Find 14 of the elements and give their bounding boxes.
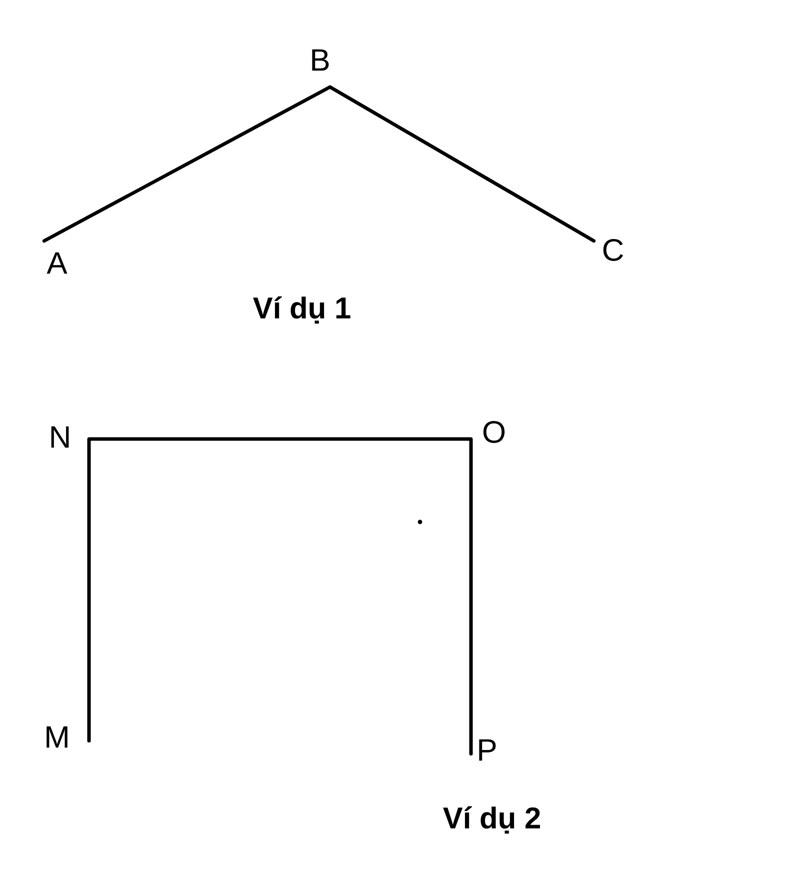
line-segment <box>328 85 596 243</box>
line-segment <box>87 437 473 441</box>
point-label: O <box>483 421 505 443</box>
point-label: A <box>46 252 68 274</box>
point-label: C <box>603 239 623 261</box>
line-segment <box>42 85 332 243</box>
point-label: B <box>312 49 329 71</box>
line-segment <box>87 437 91 743</box>
caption: Ví dụ 1 <box>253 296 350 324</box>
line-segment <box>469 437 473 756</box>
caption: Ví dụ 2 <box>443 806 540 834</box>
point-label: N <box>51 426 69 448</box>
point-label: M <box>46 726 68 748</box>
point-label: P <box>479 739 496 761</box>
